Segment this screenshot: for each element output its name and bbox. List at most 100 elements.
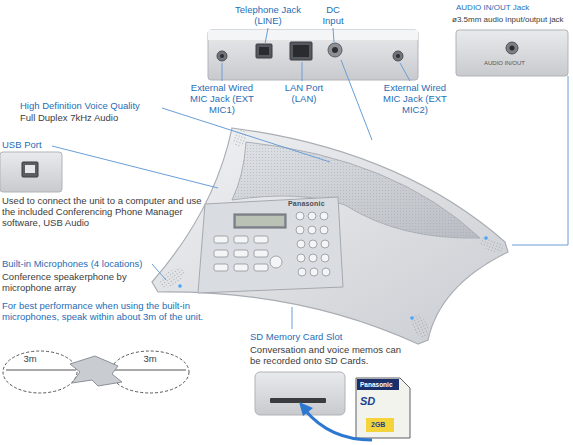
conference-phone-part-part <box>308 212 316 220</box>
conference-phone-part-part <box>320 212 328 220</box>
callout-heading: External Wired MIC Jack (EXT MIC2) <box>379 82 451 115</box>
conference-phone-part <box>408 311 432 340</box>
conference-phone-part-part <box>254 236 268 243</box>
conference-phone-part-part <box>270 256 282 268</box>
conference-phone-part-part <box>214 250 228 257</box>
leader-line-part <box>400 63 410 81</box>
leader-line-part <box>292 307 293 329</box>
conference-phone-part-part <box>308 226 316 234</box>
conference-phone-part <box>152 128 508 344</box>
conference-phone-part-part <box>320 226 328 234</box>
conference-phone-part <box>231 127 249 150</box>
range-diagram-part <box>3 351 77 393</box>
conference-phone-part-part <box>309 240 317 248</box>
conference-phone-part-part <box>296 212 304 220</box>
conference-phone-part <box>157 264 188 292</box>
leader-line-part <box>152 264 166 280</box>
conference-phone-part-part <box>234 250 248 257</box>
rear-panel-inset <box>208 30 418 80</box>
callout-body: Full Duplex 7kHz Audio <box>20 112 170 123</box>
conference-phone-part-part <box>234 264 248 271</box>
callout-heading: High Definition Voice Quality <box>20 100 170 111</box>
rear-panel-inset-part <box>332 47 338 53</box>
callout-body: Used to connect the unit to a computer a… <box>2 195 217 228</box>
leader-line-part <box>222 63 223 81</box>
conference-phone-part <box>214 212 330 276</box>
leader-line-part <box>512 76 568 245</box>
rear-panel-inset-part <box>220 54 224 58</box>
leader-line <box>52 28 568 329</box>
conference-phone <box>152 127 508 344</box>
sd-slot-illustration <box>255 372 345 415</box>
callout-body: Conference speakerphone by microphone ar… <box>2 271 142 293</box>
conference-phone-part <box>178 284 182 288</box>
leader-line-part <box>265 28 268 44</box>
insert-arrow <box>305 410 372 440</box>
rear-panel-inset-part <box>290 42 312 60</box>
audio-jack-inset <box>456 30 568 76</box>
conference-phone-part-part <box>296 226 304 234</box>
conference-phone-part-part <box>214 264 228 271</box>
rear-panel-inset-part <box>396 54 400 58</box>
conference-phone-part-part <box>298 268 306 276</box>
brand-logo: Panasonic <box>288 200 338 208</box>
insert-arrowhead <box>299 402 313 416</box>
conference-phone-part-part <box>322 268 330 276</box>
callout-heading: Telephone Jack (LINE) <box>228 4 308 26</box>
sd-logo: SD <box>360 395 390 407</box>
conference-phone-part <box>484 236 488 240</box>
distance-label: 3m <box>20 353 40 364</box>
conference-phone-part-part <box>321 240 329 248</box>
leader-line-part <box>333 28 334 42</box>
leader-line-part <box>162 108 330 162</box>
conference-phone-part <box>478 235 507 255</box>
conference-phone-part-part <box>297 240 305 248</box>
usb-port-inset-part <box>22 162 38 177</box>
conference-phone-part <box>234 214 286 228</box>
rear-panel-inset-part <box>208 30 418 40</box>
audio-jack-inset-part <box>456 30 568 76</box>
callout-heading: DC Input <box>315 4 351 26</box>
sd-slot-illustration-part <box>270 398 326 403</box>
callout-body: Conversation and voice memos can be reco… <box>250 344 410 366</box>
conference-phone-part <box>232 142 480 238</box>
sd-card-part <box>366 418 394 432</box>
conference-phone-part-part <box>297 254 305 262</box>
port-label: AUDIO IN/OUT <box>484 60 544 67</box>
conference-phone-part-part <box>321 254 329 262</box>
callout-heading: External Wired MIC Jack (EXT MIC1) <box>186 82 258 115</box>
range-diagram-part <box>111 351 189 393</box>
conference-phone-part <box>410 316 414 320</box>
note-text: For best performance when using the buil… <box>2 300 212 322</box>
range-diagram-part <box>70 356 122 386</box>
distance-label: 3m <box>140 353 160 364</box>
capacity-label: 2GB <box>371 421 395 429</box>
callout-heading: Built-in Microphones (4 locations) <box>2 258 177 269</box>
sd-card-part <box>356 378 410 438</box>
audio-jack-inset-part <box>506 42 518 54</box>
sd-card <box>356 378 410 438</box>
callout-heading: USB Port <box>2 139 62 150</box>
leader-line-part <box>302 62 303 81</box>
conference-phone-part-part <box>214 236 228 243</box>
sd-card-part <box>357 379 399 390</box>
rear-panel-inset-part <box>259 47 269 55</box>
sd-slot-illustration-part <box>255 372 345 415</box>
callout-heading: LAN Port (LAN) <box>278 82 330 104</box>
callout-body: ø3.5mm audio input/output jack <box>452 15 571 25</box>
rear-panel-inset-part <box>328 43 342 57</box>
conference-phone-part-part <box>254 250 268 257</box>
leader-line-part <box>52 146 218 188</box>
conference-phone-part-part <box>310 268 318 276</box>
brand-logo: Panasonic <box>360 381 400 388</box>
conference-phone-part <box>232 142 480 238</box>
leader-line-part <box>341 60 372 140</box>
usb-port-inset-part <box>25 165 35 173</box>
rear-panel-inset-part <box>256 44 272 58</box>
audio-jack-inset-part <box>510 46 515 51</box>
conference-phone-part-part <box>234 236 248 243</box>
rear-panel-inset-part <box>393 51 403 61</box>
conference-phone-part <box>236 216 284 226</box>
callout-heading: SD Memory Card Slot <box>250 331 410 342</box>
